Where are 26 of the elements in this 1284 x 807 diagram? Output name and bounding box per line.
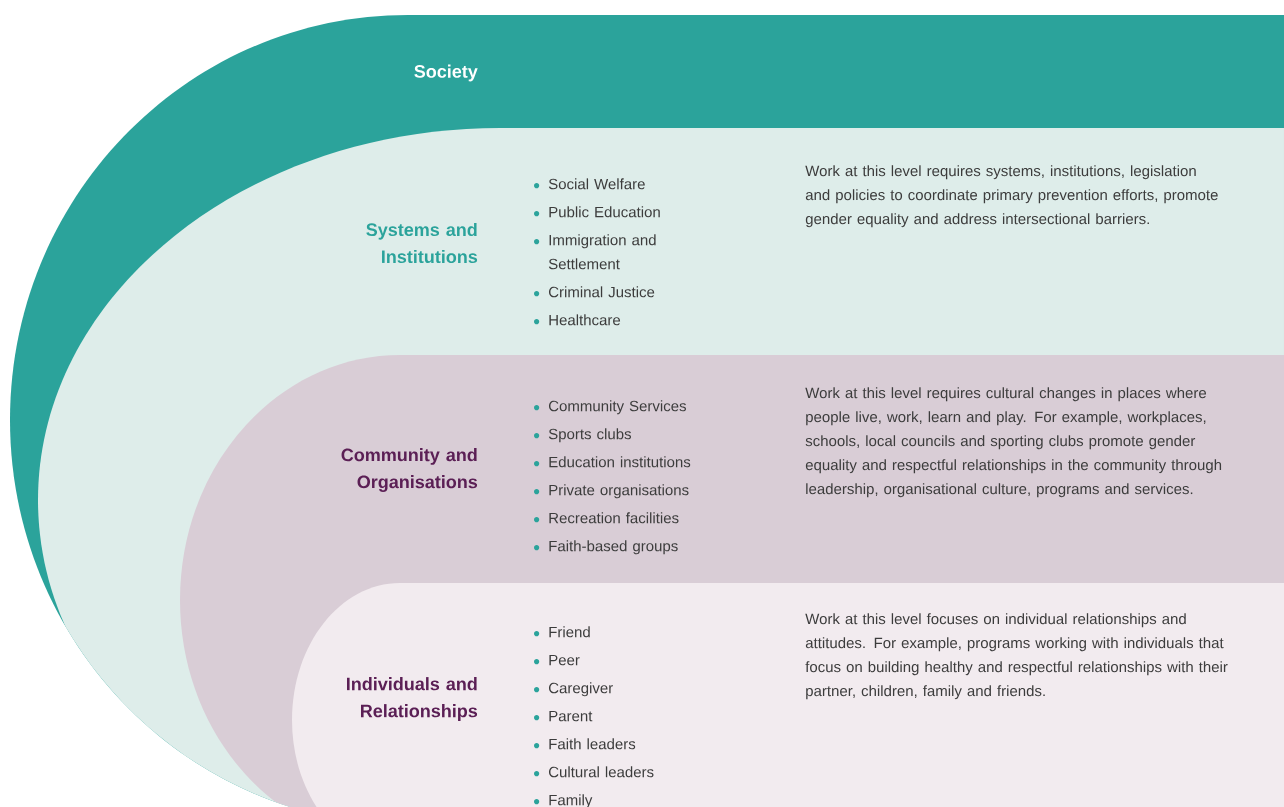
description: Work at this level requires systems, institutions, legislation and policies to coordinate primary prevention efforts, promote gender equality and address intersectional barriers. [805,165,1218,228]
band-heading: Society [414,64,478,82]
node-label: Cultural leaders [548,766,654,778]
node-label: Recreation facilities [549,512,679,524]
node-label: Public Education [549,206,660,218]
description: Work at this level requires cultural changes in places where people live, work, learn and play. For example, workplaces, schools, local councils and sporting clubs promote gender equality and respectful relationships in the community through leadership, organisational culture, programs and services. [805,387,1222,498]
node-label: Immigration and Settlement [548,234,656,270]
node-label: Parent [549,710,593,722]
node-label: Friend [549,626,590,638]
band-heading: Systems and Institutions [366,222,478,264]
band-heading: Community and Organisations [341,448,478,492]
node-label: Faith-based groups [549,540,678,555]
node-label: Education institutions [549,456,691,468]
node-label: Sports clubs [548,428,632,443]
node-label: Faith leaders [549,738,636,750]
node-label: Caregiver [548,682,613,697]
node-label: Community Services [548,400,686,415]
bullet-list: Community Services Sports clubs Education institutions Private organisations Recreation facilities Faith-based groups [534,400,691,555]
band-heading: Individuals and Relationships [347,677,478,721]
node-label: Criminal Justice [548,286,655,298]
bullet-list: Social Welfare Public Education Immigration and Settlement Criminal Justice Healthcare [534,178,660,326]
node-label: Private organisations [549,484,689,499]
node-label: Peer [549,654,580,666]
node-label: Social Welfare [548,178,645,190]
node-label: Healthcare [549,314,621,326]
description: Work at this level focuses on individual relationships and attitudes. For example, programs working with individuals that focus on building healthy and respectful relationships with their partner, children, family and friends. [805,613,1228,700]
